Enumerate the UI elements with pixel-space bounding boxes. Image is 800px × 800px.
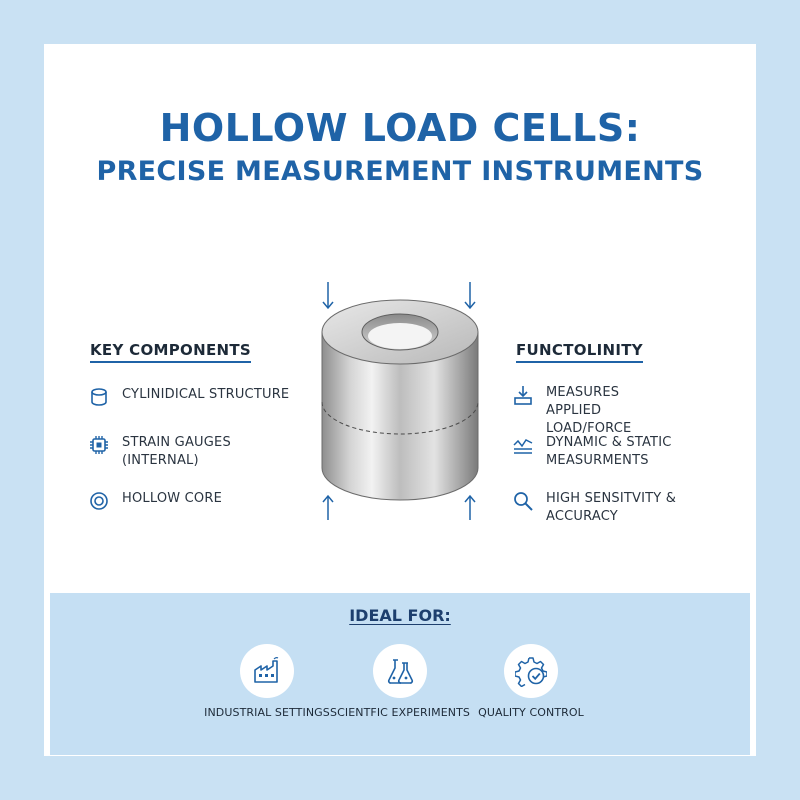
force-arrow-up-left bbox=[322, 494, 334, 520]
force-arrow-down-right bbox=[464, 282, 476, 310]
force-arrow-down-left bbox=[322, 282, 334, 310]
use-case-industrial: INDUSTRIAL SETTINGS bbox=[192, 644, 342, 719]
function-label: MEASURES APPLIED LOAD/FORCE bbox=[546, 385, 632, 436]
flasks-icon bbox=[387, 659, 414, 684]
function-label: HIGH SENSITVITY & ACCURACY bbox=[546, 491, 677, 524]
gear-check-icon bbox=[515, 657, 547, 687]
load-down-icon bbox=[514, 386, 532, 405]
hollow-load-cell-diagram bbox=[321, 282, 479, 520]
function-item: MEASURES APPLIED LOAD/FORCE bbox=[512, 384, 676, 438]
functionality-heading: FUNCTOLINITY bbox=[516, 341, 643, 363]
factory-icon bbox=[254, 657, 279, 683]
component-label: STRAIN GAUGES (INTERNAL) bbox=[122, 435, 231, 468]
use-case-label: SCIENTFIC EXPERIMENTS bbox=[330, 706, 470, 719]
function-item: HIGH SENSITVITY & ACCURACY bbox=[512, 490, 746, 526]
component-label: CYLINIDICAL STRUCTURE bbox=[122, 387, 290, 402]
use-case-scientific: SCIENTFIC EXPERIMENTS bbox=[325, 644, 475, 719]
function-label: DYNAMIC & STATIC MEASURMENTS bbox=[546, 435, 672, 468]
page-subtitle: PRECISE MEASUREMENT INSTRUMENTS bbox=[96, 156, 704, 187]
use-case-label: INDUSTRIAL SETTINGS bbox=[204, 706, 330, 719]
target-ring-icon bbox=[90, 492, 108, 510]
key-components-heading: KEY COMPONENTS bbox=[90, 341, 251, 363]
component-label: HOLLOW CORE bbox=[122, 491, 223, 506]
force-arrow-up-right bbox=[464, 494, 476, 520]
component-item: HOLLOW CORE bbox=[88, 490, 222, 512]
ideal-for-heading: IDEAL FOR: bbox=[349, 606, 451, 625]
page-title: HOLLOW LOAD CELLS: bbox=[159, 106, 641, 150]
function-item: DYNAMIC & STATIC MEASURMENTS bbox=[512, 434, 676, 470]
cylinder-icon bbox=[91, 388, 107, 406]
magnifier-icon bbox=[514, 492, 533, 511]
component-item: CYLINIDICAL STRUCTURE bbox=[88, 386, 289, 408]
wave-icon bbox=[513, 439, 533, 454]
chip-icon bbox=[90, 436, 108, 454]
use-case-label: QUALITY CONTROL bbox=[478, 706, 584, 719]
component-item: STRAIN GAUGES (INTERNAL) bbox=[88, 434, 232, 470]
use-case-quality: QUALITY CONTROL bbox=[456, 644, 606, 719]
